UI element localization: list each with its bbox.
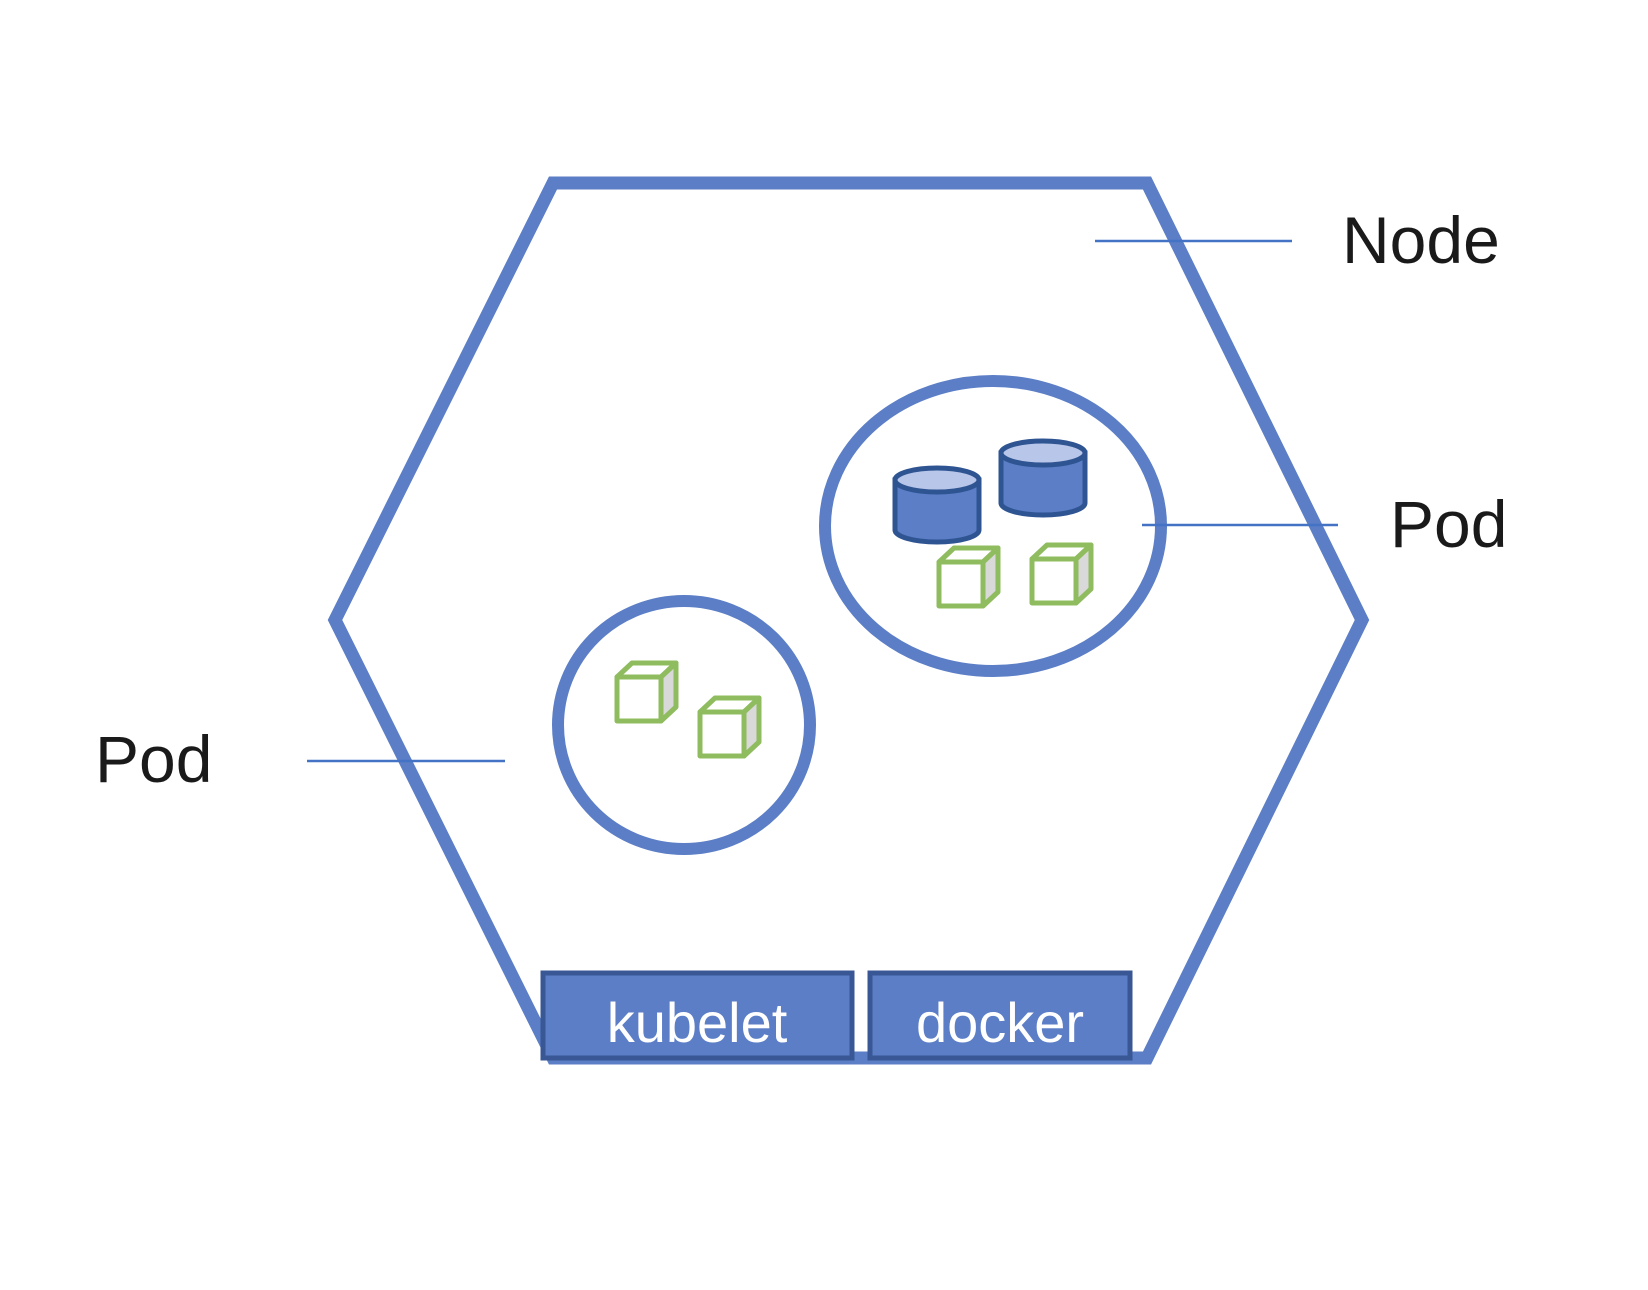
docker-box xyxy=(867,970,1133,1061)
node-hexagon xyxy=(327,176,1370,1065)
kubelet-box xyxy=(540,970,855,1061)
container-icon xyxy=(1032,545,1091,603)
pod-left-label: Pod xyxy=(95,722,212,796)
container-icon xyxy=(617,663,676,721)
pod-circle-upper xyxy=(819,375,1167,677)
pod-circle-lower xyxy=(552,595,816,855)
node-label: Node xyxy=(1342,203,1500,277)
volume-icon xyxy=(895,468,979,542)
volume-icon xyxy=(1001,441,1085,515)
container-icon xyxy=(700,698,759,756)
container-icon xyxy=(939,548,998,606)
pod-right-label: Pod xyxy=(1390,487,1507,561)
kubelet-label: kubelet xyxy=(607,991,788,1054)
docker-label: docker xyxy=(916,991,1084,1054)
